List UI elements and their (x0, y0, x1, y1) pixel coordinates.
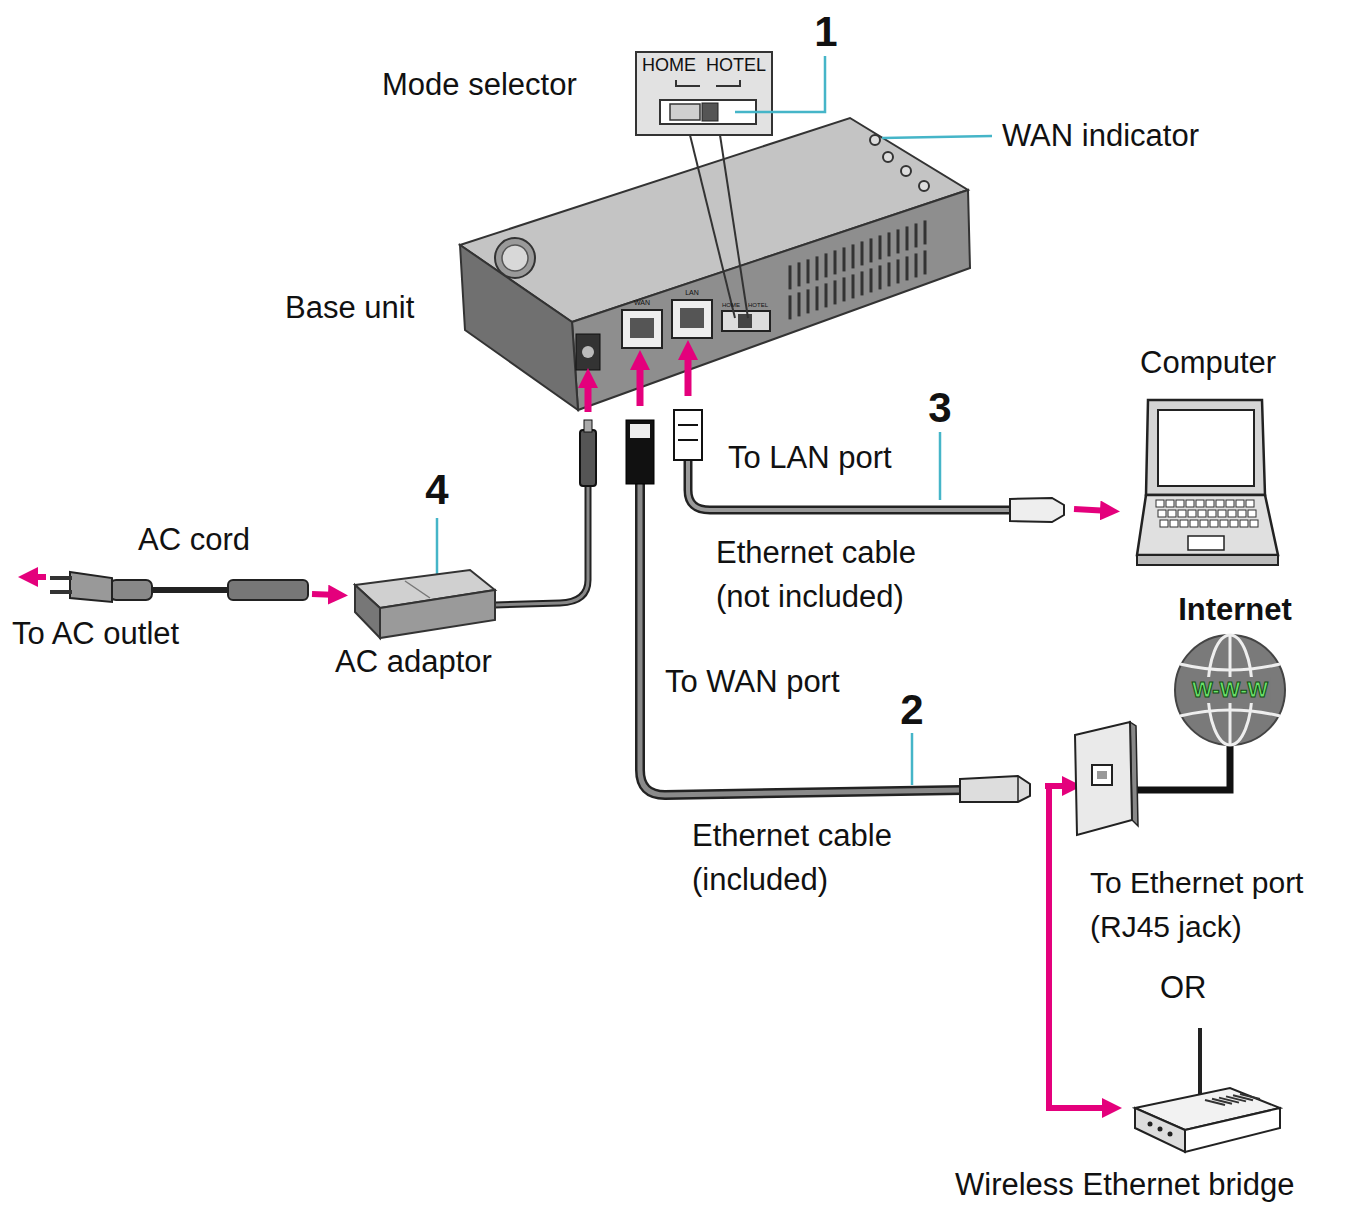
insert-arrows (588, 350, 688, 412)
wan-port (622, 310, 662, 348)
part-label: To AC outlet (12, 616, 179, 652)
callout-number: 2 (900, 686, 923, 734)
node-text: HOME (642, 55, 696, 76)
mode-selector-inset (636, 52, 772, 318)
node-text: HOTEL (706, 55, 766, 76)
base-unit (460, 118, 970, 410)
port-marking: WAN (634, 299, 650, 307)
part-label: Ethernet cable (not included) (716, 531, 956, 619)
part-label: Base unit (285, 290, 414, 326)
internet-globe-label: W-W-W (1175, 635, 1285, 745)
callout-number: 3 (928, 384, 951, 432)
part-label: Wireless Ethernet bridge (955, 1167, 1294, 1203)
part-label: To WAN port (665, 664, 840, 700)
lan-ethernet-cable (674, 410, 1064, 522)
port-marking: HOTEL (748, 302, 768, 309)
port-marking: LAN (685, 289, 699, 297)
callout-number: 4 (425, 466, 448, 514)
power-jack (576, 334, 600, 370)
leader-lines (437, 56, 992, 785)
part-label: AC adaptor (335, 644, 492, 680)
mode-selector: HOME HOTEL (636, 52, 772, 86)
part-label: Mode selector (382, 67, 577, 103)
lan-port (672, 300, 712, 338)
status-leds (870, 135, 929, 191)
part-label: Internet (1178, 592, 1292, 628)
port-marking: HOME (722, 302, 740, 309)
internet-globe (1175, 635, 1285, 745)
part-label: To LAN port (728, 440, 892, 476)
callout-number: 1 (814, 8, 837, 56)
part-label: Ethernet cable (included) (692, 814, 932, 902)
ac-adaptor (355, 420, 596, 638)
wan-ethernet-cable (626, 420, 1030, 802)
wireless-bridge (1135, 1028, 1280, 1152)
part-label: OR (1160, 970, 1207, 1006)
part-label: WAN indicator (1002, 118, 1199, 154)
part-label: AC cord (138, 522, 250, 558)
insert-arrows (28, 577, 338, 595)
node-text: W-W-W (1189, 677, 1271, 703)
part-label: Computer (1140, 345, 1276, 381)
mode-switch (722, 311, 770, 331)
laptop-computer (1137, 400, 1278, 565)
part-label: To Ethernet port (RJ45 jack) (1090, 861, 1345, 949)
ac-cord (50, 572, 308, 602)
